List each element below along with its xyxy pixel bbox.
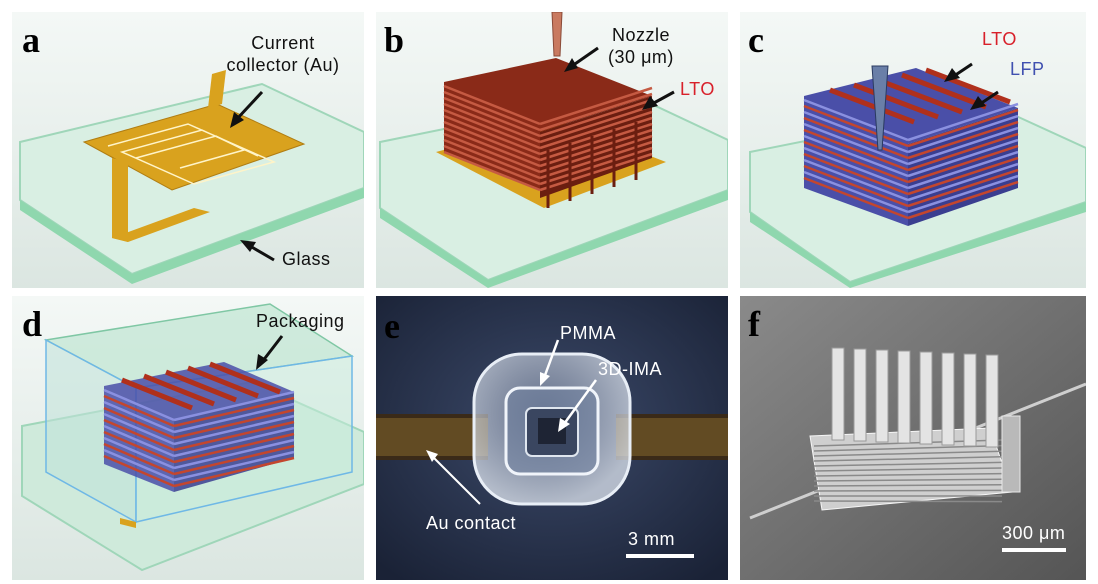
panel-d: d Packaging bbox=[12, 296, 364, 580]
nozzle-size-label: (30 μm) bbox=[596, 46, 686, 68]
panel-c: c LTO LFP bbox=[740, 12, 1086, 288]
packaging-illustration bbox=[12, 296, 364, 580]
sem-fin bbox=[854, 349, 866, 441]
packaging-label: Packaging bbox=[256, 310, 345, 332]
pmma-label: PMMA bbox=[560, 322, 616, 344]
sem-fin bbox=[920, 352, 932, 444]
panel-label-d: d bbox=[22, 306, 42, 342]
panel-label-e: e bbox=[384, 308, 400, 344]
lto-label: LTO bbox=[982, 28, 1017, 50]
panel-a: a Current collector (Au) Glass bbox=[12, 12, 364, 288]
panel-label-b: b bbox=[384, 22, 404, 58]
panel-e: e PMMA 3D-IMA Au contact 3 mm bbox=[376, 296, 728, 580]
sem-fin bbox=[964, 354, 976, 446]
lfp-label: LFP bbox=[1010, 58, 1045, 80]
glass-label: Glass bbox=[282, 248, 331, 270]
nozzle bbox=[552, 12, 562, 56]
device-photo bbox=[376, 296, 728, 580]
panel-b: b Nozzle (30 μm) LTO bbox=[376, 12, 728, 288]
panel-f: f 300 μm bbox=[740, 296, 1086, 580]
scale-bar-f bbox=[1002, 548, 1066, 552]
scale-label-f: 300 μm bbox=[1002, 522, 1065, 544]
sem-fin bbox=[898, 351, 910, 443]
sem-fin bbox=[832, 348, 844, 440]
sem-fin bbox=[986, 355, 998, 447]
lfp-printing-illustration bbox=[740, 12, 1086, 288]
current-label: Current bbox=[218, 32, 348, 54]
panel-label-a: a bbox=[22, 22, 40, 58]
panel-label-c: c bbox=[748, 22, 764, 58]
scale-label-e: 3 mm bbox=[628, 528, 675, 550]
sem-layer-line bbox=[814, 490, 1002, 491]
panel-label-f: f bbox=[748, 306, 760, 342]
nozzle-label: Nozzle bbox=[596, 24, 686, 46]
ima-label: 3D-IMA bbox=[598, 358, 662, 380]
sem-layer-line bbox=[814, 501, 1002, 502]
sem-side-wall bbox=[1002, 416, 1020, 492]
sem-fin bbox=[942, 353, 954, 445]
lto-label: LTO bbox=[680, 78, 715, 100]
collector-label: collector (Au) bbox=[210, 54, 356, 76]
au-contact-label: Au contact bbox=[426, 512, 516, 534]
sem-fin bbox=[876, 350, 888, 442]
scale-bar-e bbox=[626, 554, 694, 558]
